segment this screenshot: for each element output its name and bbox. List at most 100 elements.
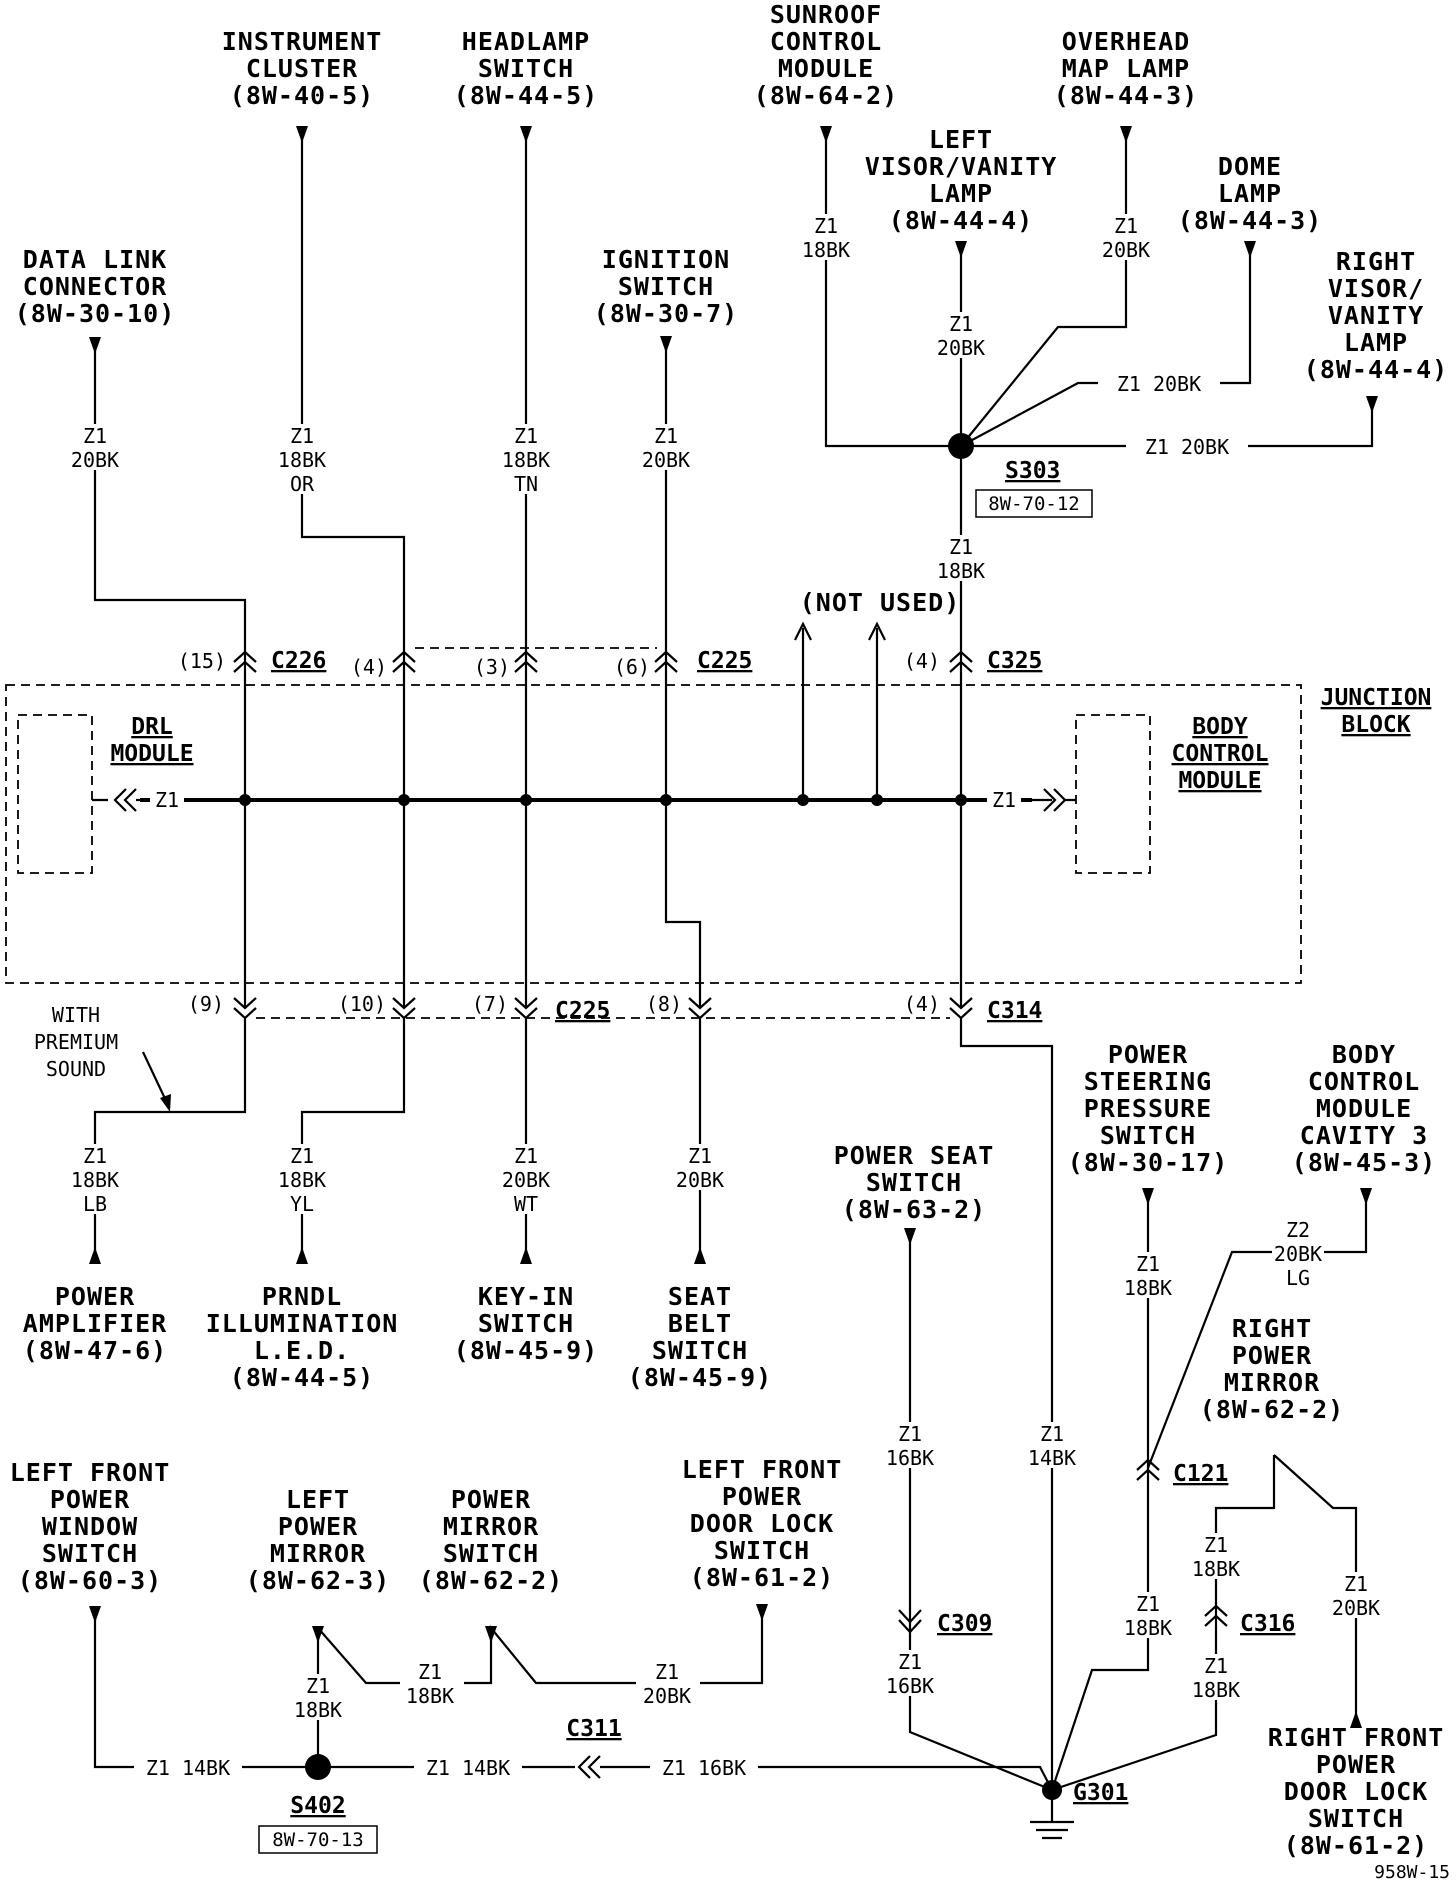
splice-s402-dot bbox=[305, 1754, 331, 1780]
wire-label-sunroof: Z1 18BK bbox=[800, 214, 852, 262]
wire-label-map-lamp: Z1 20BK bbox=[1100, 214, 1152, 262]
svg-text:DOOR LOCK: DOOR LOCK bbox=[690, 1509, 834, 1538]
prndl-arrow bbox=[296, 1247, 308, 1264]
connector-c225-bottom-name: C225 bbox=[555, 998, 610, 1024]
wire-label-rmirror-right: Z1 20BK bbox=[1330, 1572, 1382, 1620]
svg-text:DOOR LOCK: DOOR LOCK bbox=[1284, 1777, 1428, 1806]
svg-text:SWITCH: SWITCH bbox=[618, 272, 714, 301]
headlamp-arrow bbox=[520, 126, 532, 143]
svg-text:SWITCH: SWITCH bbox=[1308, 1804, 1404, 1833]
svg-text:20BK: 20BK bbox=[642, 448, 690, 472]
svg-text:DATA LINK: DATA LINK bbox=[23, 245, 167, 274]
pin-4b: (4) bbox=[904, 649, 940, 673]
svg-text:YL: YL bbox=[290, 1192, 314, 1216]
svg-text:Z1: Z1 bbox=[898, 1422, 922, 1446]
svg-text:POWER: POWER bbox=[50, 1485, 130, 1514]
svg-text:Z1: Z1 bbox=[688, 1144, 712, 1168]
svg-text:HEADLAMP: HEADLAMP bbox=[462, 27, 590, 56]
svg-text:POWER: POWER bbox=[278, 1512, 358, 1541]
sunroof-arrow bbox=[820, 126, 832, 143]
svg-text:STEERING: STEERING bbox=[1084, 1067, 1212, 1096]
svg-text:Z1: Z1 bbox=[655, 1660, 679, 1684]
svg-text:(8W-62-3): (8W-62-3) bbox=[246, 1566, 390, 1595]
svg-text:(8W-40-5): (8W-40-5) bbox=[230, 81, 374, 110]
svg-text:Z1: Z1 bbox=[1136, 1252, 1160, 1276]
wire-label-amp: Z1 18BK LB bbox=[69, 1144, 121, 1216]
label-left-front-power-window-switch: LEFT FRONT POWER WINDOW SWITCH (8W-60-3) bbox=[10, 1458, 170, 1595]
svg-text:Z1: Z1 bbox=[418, 1660, 442, 1684]
connector-c311-name: C311 bbox=[566, 1716, 621, 1742]
svg-text:BELT: BELT bbox=[668, 1309, 732, 1338]
svg-text:Z1: Z1 bbox=[290, 1144, 314, 1168]
connector-c316 bbox=[1204, 1604, 1228, 1627]
svg-text:LEFT FRONT: LEFT FRONT bbox=[682, 1455, 843, 1484]
svg-text:Z1: Z1 bbox=[949, 312, 973, 336]
pin-9: (9) bbox=[188, 992, 224, 1016]
label-power-mirror-switch: POWER MIRROR SWITCH (8W-62-2) bbox=[419, 1485, 563, 1595]
svg-text:MAP LAMP: MAP LAMP bbox=[1062, 54, 1190, 83]
pms-arrow bbox=[485, 1626, 497, 1643]
wire-label-lf-window: Z1 14BK bbox=[134, 1756, 242, 1780]
connector-c309-name: C309 bbox=[937, 1611, 992, 1637]
svg-text:(8W-61-2): (8W-61-2) bbox=[690, 1563, 834, 1592]
bcm-cav3-arrow bbox=[1360, 1188, 1372, 1205]
wire-label-bcm: Z1 bbox=[987, 788, 1021, 812]
svg-text:KEY-IN: KEY-IN bbox=[478, 1282, 574, 1311]
svg-text:(8W-44-4): (8W-44-4) bbox=[889, 206, 1033, 235]
svg-text:(8W-44-5): (8W-44-5) bbox=[454, 81, 598, 110]
pin-8: (8) bbox=[646, 992, 682, 1016]
pin-4c: (4) bbox=[904, 992, 940, 1016]
wire-label-s303-down: Z1 18BK bbox=[935, 535, 987, 583]
label-junction-block: JUNCTION BLOCK bbox=[1321, 685, 1432, 738]
svg-text:CONNECTOR: CONNECTOR bbox=[23, 272, 167, 301]
body-control-module-box bbox=[1075, 714, 1151, 874]
svg-text:Z1 16BK: Z1 16BK bbox=[662, 1756, 746, 1780]
svg-text:L.E.D.: L.E.D. bbox=[254, 1336, 350, 1365]
svg-text:Z1: Z1 bbox=[290, 424, 314, 448]
wire-label-right-visor: Z1 20BK bbox=[1126, 435, 1248, 459]
svg-text:DOME: DOME bbox=[1218, 152, 1282, 181]
svg-text:SWITCH: SWITCH bbox=[478, 1309, 574, 1338]
connector-c309 bbox=[898, 1609, 922, 1634]
svg-text:(8W-62-2): (8W-62-2) bbox=[419, 1566, 563, 1595]
splice-s402-name: S402 bbox=[290, 1793, 345, 1819]
svg-text:Z1: Z1 bbox=[1344, 1572, 1368, 1596]
svg-text:AMPLIFIER: AMPLIFIER bbox=[23, 1309, 167, 1338]
connector-c225-top-name: C225 bbox=[697, 648, 752, 674]
label-body-control-module: BODY CONTROL MODULE bbox=[1172, 714, 1269, 794]
svg-text:Z1: Z1 bbox=[514, 1144, 538, 1168]
svg-text:VISOR/VANITY: VISOR/VANITY bbox=[865, 152, 1058, 181]
label-headlamp-switch: HEADLAMP SWITCH (8W-44-5) bbox=[454, 27, 598, 110]
svg-text:(8W-45-3): (8W-45-3) bbox=[1292, 1148, 1436, 1177]
wire-label-power-seat-lower: Z1 16BK bbox=[884, 1650, 936, 1698]
splice-s303-name: S303 bbox=[1005, 458, 1060, 484]
bcm-connector-symbol bbox=[1032, 788, 1076, 812]
connector-c314-name: C314 bbox=[987, 998, 1042, 1024]
svg-text:OR: OR bbox=[290, 472, 315, 496]
seatbelt-arrow bbox=[694, 1247, 706, 1264]
svg-text:CONTROL: CONTROL bbox=[770, 27, 882, 56]
wire-label-power-seat-upper: Z1 16BK bbox=[884, 1422, 936, 1470]
label-not-used: (NOT USED) bbox=[800, 588, 961, 617]
svg-text:PRNDL: PRNDL bbox=[262, 1282, 342, 1311]
svg-text:SWITCH: SWITCH bbox=[866, 1168, 962, 1197]
label-left-front-power-door-lock-switch: LEFT FRONT POWER DOOR LOCK SWITCH (8W-61… bbox=[682, 1455, 843, 1592]
ground-g301-dot bbox=[1042, 1780, 1062, 1800]
connector-c226-name: C226 bbox=[271, 648, 326, 674]
svg-text:20BK: 20BK bbox=[643, 1684, 691, 1708]
svg-text:(8W-44-4): (8W-44-4) bbox=[1304, 355, 1448, 384]
svg-text:LB: LB bbox=[83, 1192, 107, 1216]
svg-text:LEFT: LEFT bbox=[929, 125, 993, 154]
svg-text:(8W-62-2): (8W-62-2) bbox=[1200, 1395, 1344, 1424]
splice-s303-ref-box bbox=[975, 489, 1093, 518]
svg-text:Z1: Z1 bbox=[992, 788, 1016, 812]
pin-15: (15) bbox=[178, 649, 226, 673]
svg-text:18BK: 18BK bbox=[1124, 1276, 1172, 1300]
wire-label-rmirror-left-upper: Z1 18BK bbox=[1190, 1533, 1242, 1581]
label-power-amplifier: POWER AMPLIFIER (8W-47-6) bbox=[23, 1282, 167, 1365]
svg-text:Z1: Z1 bbox=[814, 214, 838, 238]
svg-text:Z2: Z2 bbox=[1286, 1218, 1310, 1242]
wire-label-dome: Z1 20BK bbox=[1098, 372, 1220, 396]
svg-text:(8W-61-2): (8W-61-2) bbox=[1284, 1831, 1428, 1860]
svg-text:18BK: 18BK bbox=[406, 1684, 454, 1708]
